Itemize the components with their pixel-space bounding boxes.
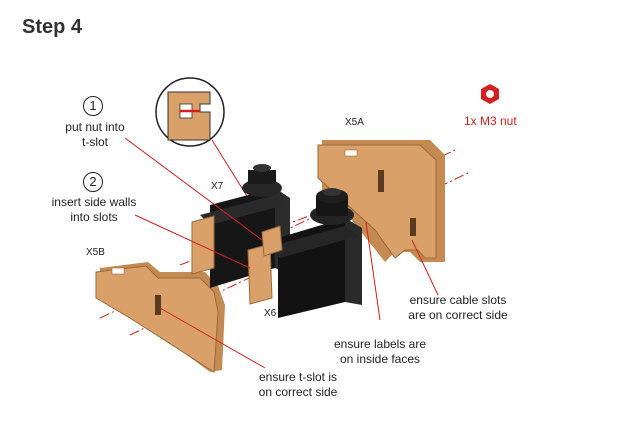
hardware-label: 1x M3 nut — [464, 114, 517, 128]
note-cable-slots: ensure cable slots are on correct side — [398, 293, 518, 323]
note-labels-line2: on inside faces — [339, 352, 421, 366]
wall-x5a — [317, 140, 445, 262]
note-tslot: ensure t-slot is on correct side — [250, 370, 346, 400]
leader-lines — [124, 137, 439, 369]
note-cable-slots-line2: are on correct side — [408, 308, 508, 322]
page-title: Step 4 — [22, 16, 83, 38]
note-labels: ensure labels are on inside faces — [330, 337, 430, 367]
step-2-number: 2 — [83, 172, 103, 192]
step-1-number: 1 — [83, 96, 103, 116]
note-tslot-line1: ensure t-slot is — [258, 370, 338, 384]
step-1-text: put nut into t-slot — [50, 120, 140, 150]
step-2-line2: into slots — [70, 210, 118, 224]
servo-x6 — [265, 188, 362, 318]
step-1-line1: put nut into — [65, 120, 125, 134]
part-label-x6: X6 — [264, 308, 277, 319]
note-tslot-line2: on correct side — [258, 385, 338, 399]
part-label-x5b: X5B — [86, 247, 105, 258]
note-labels-line1: ensure labels are — [333, 337, 427, 351]
mount-plates — [191, 215, 283, 305]
step-1-line2: t-slot — [81, 135, 108, 149]
hex-nut-icon — [481, 84, 499, 104]
note-cable-slots-line1: ensure cable slots — [409, 293, 507, 307]
part-label-x5a: X5A — [345, 117, 364, 128]
part-label-x7: X7 — [211, 181, 224, 192]
step-2-text: insert side walls into slots — [42, 195, 146, 225]
step-2-line1: insert side walls — [51, 195, 137, 209]
wall-x5b — [95, 262, 225, 373]
